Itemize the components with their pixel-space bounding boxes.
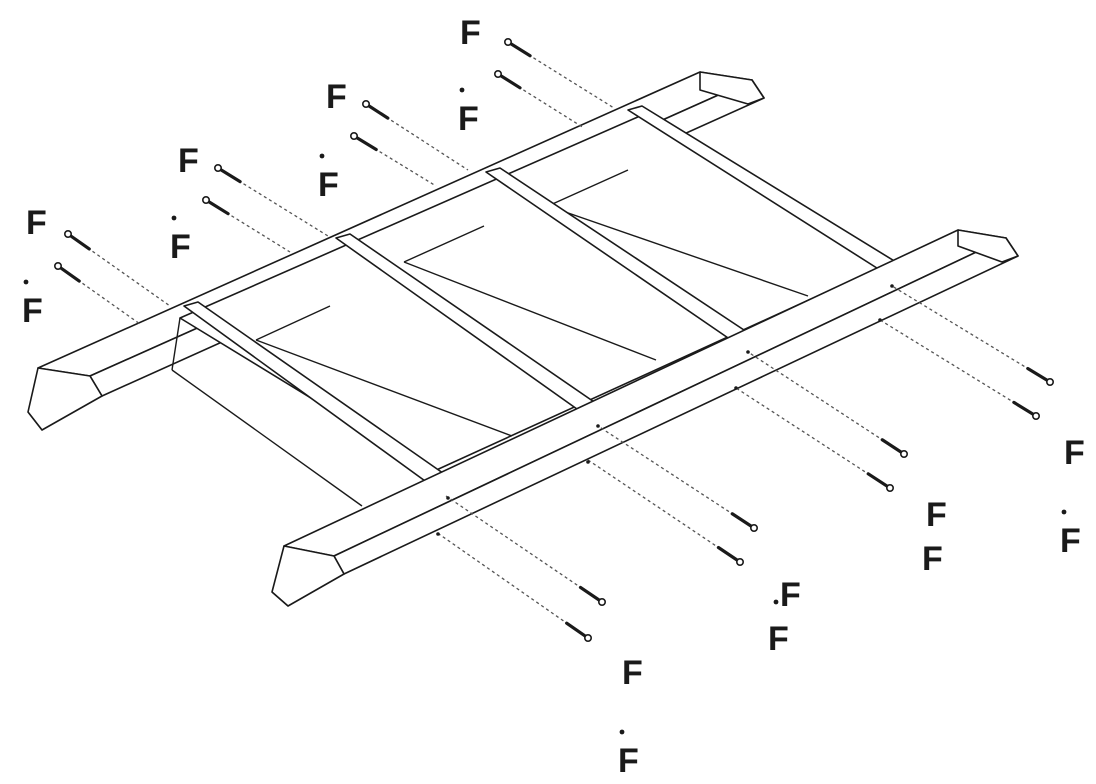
fastener-label-f: F [618, 742, 639, 780]
screw-fastener [445, 495, 606, 606]
front-rail [271, 229, 1019, 607]
fastener-label-f: F [178, 142, 199, 180]
label-dot [319, 153, 325, 159]
fastener-label-f: F [780, 576, 801, 614]
label-dot [23, 279, 29, 285]
screw-fastener [735, 387, 894, 492]
screw-fastener [53, 261, 141, 325]
screw-shaft [216, 166, 242, 184]
screw-shaft [1012, 400, 1038, 418]
screw-fastener [597, 425, 758, 532]
pilot-hole [746, 350, 750, 354]
screw-head [899, 449, 908, 458]
screw-head [1032, 411, 1041, 420]
fastener-label-f: F [926, 496, 947, 534]
screw-leader-line [879, 319, 1037, 417]
screw-head [583, 633, 592, 642]
screw-shaft [506, 40, 532, 58]
screw-shaft [352, 134, 378, 152]
screw-leader-line [497, 73, 585, 129]
screw-fastener [493, 70, 585, 129]
screw-shaft [496, 72, 522, 90]
screw-shaft [66, 232, 91, 251]
screw-shaft [866, 472, 892, 490]
screw-fastener [361, 100, 469, 171]
fastener-label-f: F [622, 654, 643, 692]
screw-head [1046, 377, 1055, 386]
label-dot [619, 729, 625, 735]
screw-head [597, 597, 606, 606]
fastener-label-f: F [1060, 522, 1081, 560]
screw-head [53, 261, 62, 270]
screw-fastener [202, 196, 291, 253]
screw-leader-line [57, 265, 141, 325]
screw-shaft [204, 198, 230, 216]
screw-leader-line [891, 285, 1051, 383]
screw-fastener [587, 459, 744, 566]
screw-head [503, 37, 512, 46]
screw-head [885, 483, 894, 492]
screw-head [493, 70, 502, 79]
label-dot [1061, 509, 1067, 515]
screw-shaft [578, 585, 604, 604]
screw-shaft [716, 545, 742, 564]
fastener-label-f: F [170, 228, 191, 266]
screw-fastener [503, 37, 615, 109]
screw-head [202, 196, 211, 205]
label-dot [171, 215, 177, 221]
screw-leader-line [205, 199, 291, 253]
screw-fastener [435, 531, 592, 642]
fastener-label-f: F [326, 78, 347, 116]
label-dot [459, 87, 465, 93]
screw-fastener [747, 351, 908, 458]
fastener-label-f: F [768, 620, 789, 658]
fastener-group [53, 37, 1055, 642]
screw-shaft [364, 102, 390, 120]
screw-shaft [1026, 366, 1052, 384]
pilot-hole [446, 496, 450, 500]
screw-leader-line [445, 495, 603, 603]
screw-shaft [730, 512, 756, 530]
label-dot [773, 599, 779, 605]
screw-head [735, 557, 744, 566]
screw-shaft [565, 621, 590, 640]
screw-leader-line [587, 459, 741, 563]
screw-shaft [56, 264, 81, 283]
pilot-hole [890, 284, 894, 288]
screw-fastener [891, 285, 1055, 386]
screw-head [349, 132, 358, 141]
pilot-hole [586, 460, 590, 464]
pilot-hole [436, 532, 440, 536]
screw-leader-line [353, 135, 437, 187]
screw-leader-line [747, 351, 905, 455]
fastener-label-f: F [22, 292, 43, 330]
fastener-label-f: F [26, 204, 47, 242]
fastener-label-f: F [922, 540, 943, 578]
pilot-hole [596, 424, 600, 428]
screw-shaft [880, 438, 906, 456]
screw-head [361, 100, 370, 109]
screw-leader-line [735, 387, 891, 489]
fastener-label-f: F [458, 100, 479, 138]
screw-head [64, 230, 73, 239]
fastener-label-f: F [460, 14, 481, 52]
screw-leader-line [435, 531, 589, 639]
screw-head [214, 164, 223, 173]
screw-head [749, 523, 758, 532]
screw-fastener [879, 319, 1041, 420]
fastener-label-f: F [1064, 434, 1085, 472]
screw-leader-line [597, 425, 755, 529]
pilot-hole [734, 386, 738, 390]
screw-fastener [349, 132, 437, 187]
screw-fastener [64, 230, 171, 307]
screw-fastener [214, 164, 329, 237]
pilot-hole [878, 318, 882, 322]
fastener-label-f: F [318, 166, 339, 204]
